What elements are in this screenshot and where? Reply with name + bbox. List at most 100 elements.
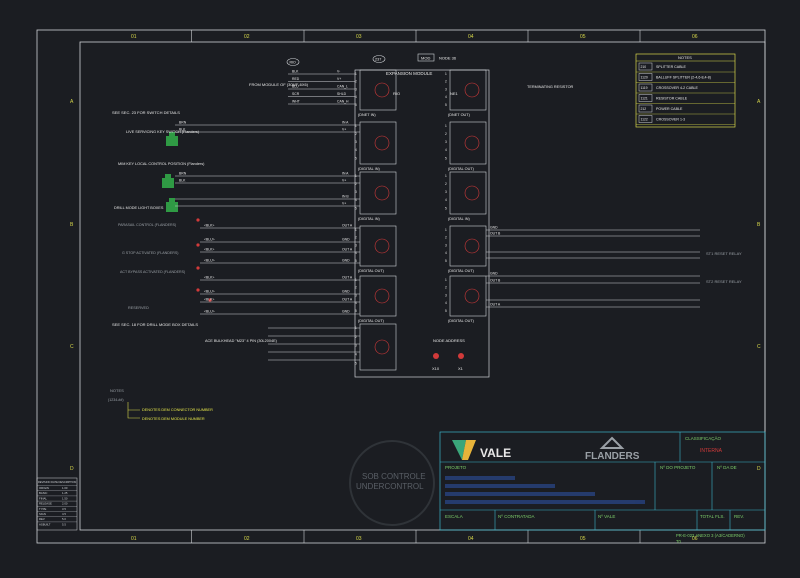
see-sec-bottom: SEE SEC. 18 FOR DRILL MODE BOX DETAILS: [112, 322, 198, 327]
terminating-resistor-label: TERMINATING RESISTOR: [527, 85, 574, 89]
wires: [175, 73, 700, 361]
from-module-label: FROM MODULE OF (30MF-6X6): [249, 82, 309, 87]
svg-text:<BLU>: <BLU>: [204, 259, 215, 263]
svg-text:<BLU>: <BLU>: [204, 310, 215, 314]
projeto: PROJETO: [445, 465, 467, 470]
svg-text:GND: GND: [342, 238, 350, 242]
svg-text:OUT A: OUT A: [490, 303, 501, 307]
svg-text:2.00: 2.00: [62, 502, 68, 506]
svg-text:GND: GND: [490, 226, 498, 230]
svg-text:BLK: BLK: [292, 70, 299, 74]
flanders-logo: FLANDERS: [585, 436, 640, 462]
classificacao: CLASSIFICAÇÃO: [685, 435, 722, 441]
grid-row-label-left: A: [70, 99, 74, 105]
sheet-frame: [36, 29, 766, 544]
notes-legend: NOTES (1234-##) DENOTES DEM CONNECTOR NU…: [108, 388, 213, 421]
svg-text:3: 3: [355, 140, 357, 144]
grid-row-label-left: D: [70, 466, 74, 472]
svg-text:3: 3: [355, 344, 357, 348]
grid-col-label-bottom: 02: [244, 536, 250, 542]
svg-text:4: 4: [445, 198, 447, 202]
grid-row-label-right: B: [757, 222, 761, 228]
total-fls: TOTAL FLS.: [700, 514, 725, 519]
svg-text:3: 3: [445, 293, 447, 297]
svg-text:(DIGITAL OUT): (DIGITAL OUT): [358, 269, 385, 273]
grid-row-label-right: D: [757, 466, 761, 472]
grid-row-label-right: A: [757, 99, 761, 105]
escala: ESCALA: [445, 514, 463, 519]
svg-text:RIO: RIO: [290, 61, 297, 65]
svg-text:4: 4: [355, 148, 357, 152]
svg-text:(DNET IN): (DNET IN): [358, 113, 376, 117]
n-vale: Nº VALE: [598, 514, 615, 519]
svg-text:BASIC: BASIC: [39, 491, 47, 495]
svg-text:5: 5: [355, 361, 357, 365]
svg-text:V+: V+: [342, 179, 346, 183]
notes-code: 1121: [641, 97, 648, 101]
svg-text:(DIGITAL OUT): (DIGITAL OUT): [448, 167, 475, 171]
svg-text:4: 4: [355, 95, 357, 99]
svg-text:DENOTES DEM CONNECTOR NUMBER: DENOTES DEM CONNECTOR NUMBER: [142, 408, 213, 412]
svg-text:X1: X1: [458, 366, 464, 371]
svg-text:<BLK>: <BLK>: [204, 248, 214, 252]
svg-text:OUT B: OUT B: [490, 279, 501, 283]
svg-text:IN A: IN A: [342, 121, 349, 125]
svg-text:5.5: 5.5: [62, 522, 66, 526]
n-projeto: Nº DO PROJETO: [660, 465, 696, 470]
svg-text:OUT B: OUT B: [490, 232, 501, 236]
ne1-label: NE1: [450, 91, 459, 96]
svg-text:DENOTES DEM MODULE NUMBER: DENOTES DEM MODULE NUMBER: [142, 417, 205, 421]
grid-row-label-left: B: [70, 222, 74, 228]
svg-text:5: 5: [355, 259, 357, 263]
svg-text:V+: V+: [342, 202, 346, 206]
svg-text:(DIGITAL IN): (DIGITAL IN): [358, 167, 380, 171]
svg-text:4: 4: [445, 148, 447, 152]
svg-text:2: 2: [445, 236, 447, 240]
svg-text:GND: GND: [342, 259, 350, 263]
node-tag: MOD NODE 36 237 RIO: [286, 53, 457, 66]
svg-text:NOTES: NOTES: [678, 55, 692, 60]
grid-row-label-right: C: [757, 344, 761, 350]
grid-col-label-top: 04: [468, 34, 474, 40]
svg-text:2: 2: [445, 286, 447, 290]
svg-text:5: 5: [445, 103, 447, 107]
svg-text:4: 4: [355, 251, 357, 255]
drill-mode-label: DRILL MODE LIGHT BOXES: [114, 206, 164, 210]
notes-code: 210: [641, 65, 647, 69]
grid-col-label-top: 02: [244, 34, 250, 40]
svg-text:IN B: IN B: [342, 195, 349, 199]
svg-text:VALE: VALE: [480, 446, 511, 460]
live-servicing-label: LIVE SERVICING KEY SWITCH (Flanders): [126, 130, 200, 134]
node-address: NODE ADDRESS X10 X1: [432, 338, 465, 371]
grid-col-label-bottom: 06: [692, 536, 698, 542]
svg-text:<BLK>: <BLK>: [204, 276, 214, 280]
svg-text:2: 2: [445, 182, 447, 186]
notes-code: 1122: [641, 118, 648, 122]
classificacao-value: INTERNA: [700, 448, 723, 454]
svg-text:2: 2: [355, 335, 357, 339]
svg-text:V-: V-: [337, 70, 340, 74]
svg-text:1: 1: [445, 278, 447, 282]
bottom-rev: T0: [676, 539, 682, 544]
svg-text:(DIGITAL OUT): (DIGITAL OUT): [448, 319, 475, 323]
svg-text:FINAL: FINAL: [39, 496, 47, 500]
svg-text:GND: GND: [490, 272, 498, 276]
see-sec-top: SEE SEC. 23 FOR SWITCH DETAILS: [112, 110, 180, 115]
svg-text:4: 4: [445, 95, 447, 99]
svg-text:5: 5: [445, 206, 447, 210]
expansion-module: [354, 69, 490, 378]
svg-text:(DIGITAL IN): (DIGITAL IN): [358, 217, 380, 221]
svg-text:2: 2: [355, 182, 357, 186]
grid-col-label-top: 06: [692, 34, 698, 40]
svg-text:NOTES: NOTES: [110, 388, 124, 393]
svg-text:FLANDERS: FLANDERS: [585, 451, 640, 462]
svg-text:WHT: WHT: [292, 100, 300, 104]
svg-text:4: 4: [445, 251, 447, 255]
svg-text:SOB CONTROLE: SOB CONTROLE: [362, 472, 426, 481]
svg-text:(DIGITAL OUT): (DIGITAL OUT): [358, 319, 385, 323]
svg-text:BLK: BLK: [179, 179, 186, 183]
